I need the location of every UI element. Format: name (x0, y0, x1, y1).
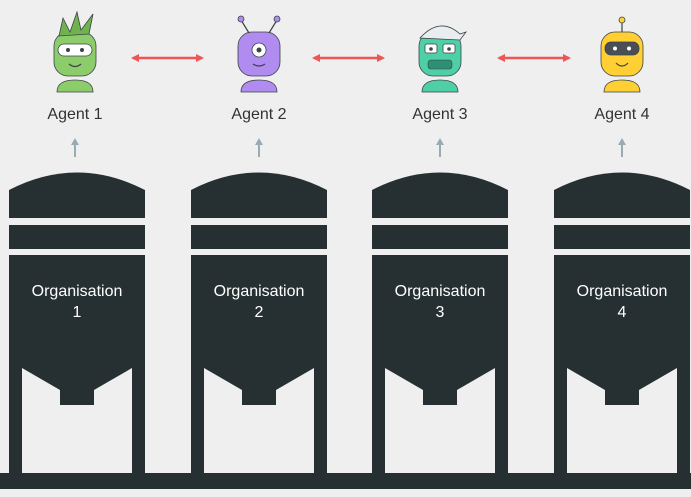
silo-hopper-cutout (22, 368, 132, 473)
organisation-number: 2 (255, 304, 264, 321)
organisation-silo-1: Organisation 1 (9, 172, 145, 473)
agents-layer: Agent 1 Agent 2 Agent 3 Agent 4 (47, 10, 650, 157)
robot-avatar-antennae-icon (237, 15, 281, 93)
organisation-silo-3: Organisation 3 (372, 172, 508, 473)
agent-label: Agent 2 (231, 106, 286, 123)
silo-hopper-cutout (567, 368, 677, 473)
agent-label: Agent 4 (594, 106, 649, 123)
organisation-label: Organisation (214, 283, 305, 300)
organisation-label: Organisation (577, 283, 668, 300)
silo-band (554, 225, 690, 249)
silo-dome (554, 172, 690, 218)
silo-hopper-cutout (385, 368, 495, 473)
agent-label: Agent 3 (412, 106, 467, 123)
organisation-number: 1 (73, 304, 82, 321)
robot-avatar-antenna-icon (600, 16, 644, 93)
organisation-silo-4: Organisation 4 (554, 172, 690, 473)
agent-1: Agent 1 (47, 10, 103, 157)
silo-dome (9, 172, 145, 218)
organisation-label: Organisation (395, 283, 486, 300)
agent-2: Agent 2 (231, 15, 287, 157)
silo-band (9, 225, 145, 249)
ground-bar (0, 473, 691, 489)
agent-label: Agent 1 (47, 106, 102, 123)
robot-avatar-spiky-hair-icon (53, 10, 97, 93)
silo-dome (191, 172, 327, 218)
agent-4: Agent 4 (594, 16, 650, 157)
organisations-layer: Organisation1Organisation2Organisation3O… (9, 172, 690, 473)
robot-avatar-cap-icon (418, 25, 468, 93)
organisation-silo-2: Organisation 2 (191, 172, 327, 473)
organisation-label: Organisation (32, 283, 123, 300)
organisation-number: 3 (436, 304, 445, 321)
silo-band (191, 225, 327, 249)
agent-3: Agent 3 (412, 25, 468, 157)
organisation-number: 4 (618, 304, 627, 321)
silo-hopper-cutout (204, 368, 314, 473)
silo-band (372, 225, 508, 249)
silo-dome (372, 172, 508, 218)
